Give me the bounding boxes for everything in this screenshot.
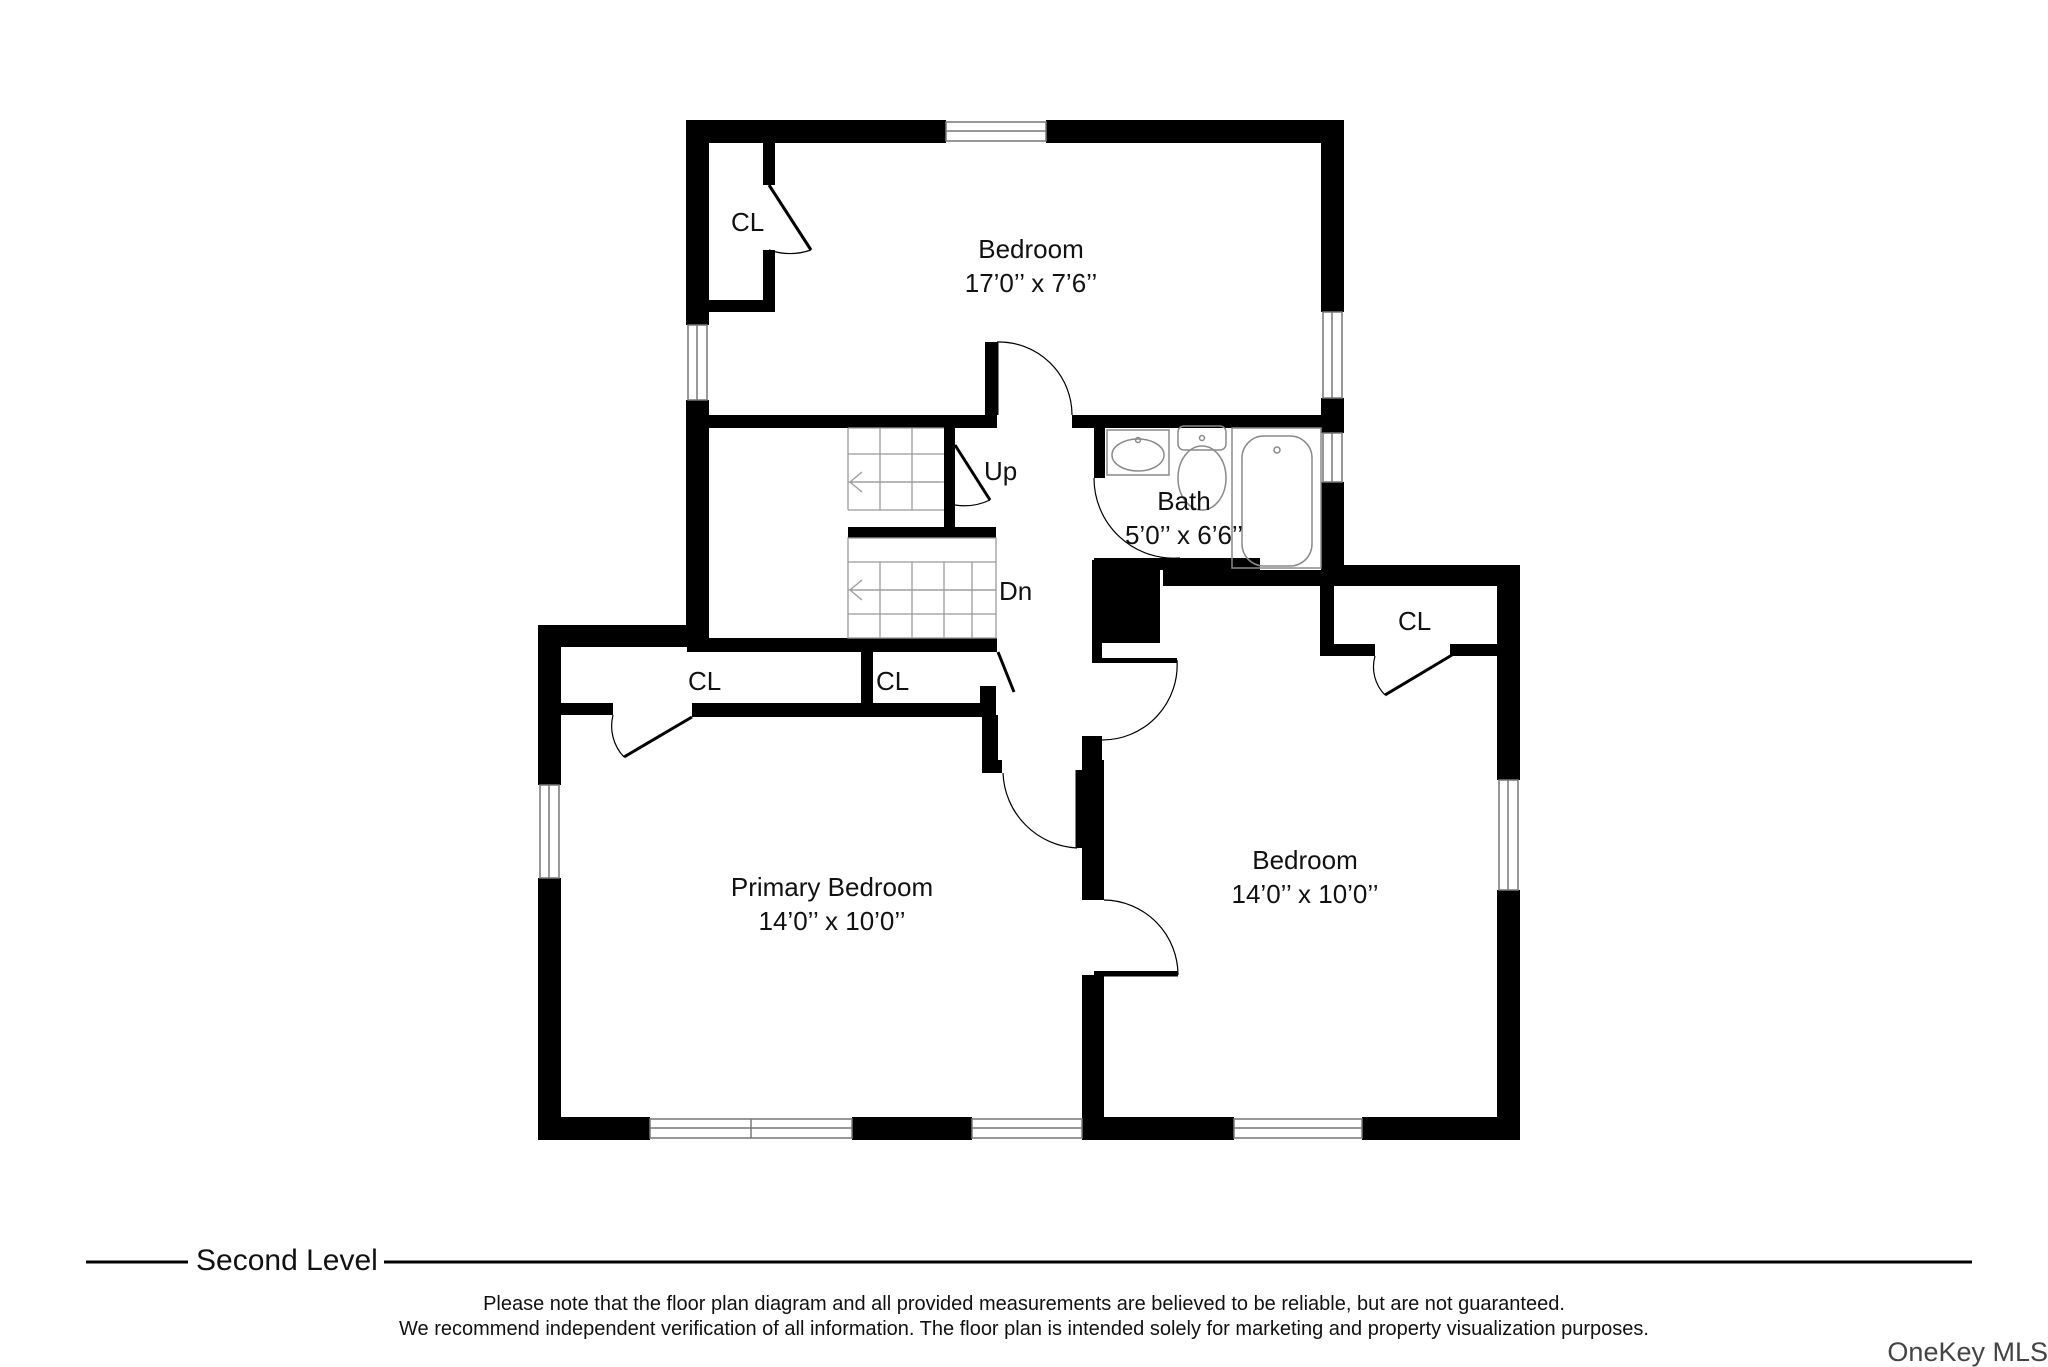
wall <box>561 703 613 715</box>
wall <box>686 400 709 640</box>
door-stair-up <box>953 444 992 507</box>
wall <box>538 878 561 1140</box>
room-name: Bath <box>1157 486 1211 516</box>
wall <box>1092 560 1102 660</box>
wall <box>538 625 709 647</box>
wall <box>1321 120 1344 312</box>
wall <box>687 638 997 652</box>
wall <box>686 120 946 143</box>
wall <box>1320 586 1334 656</box>
stairs <box>847 427 997 639</box>
door-hall-closet-right <box>996 651 1016 693</box>
wall <box>1082 1117 1234 1140</box>
wall <box>861 652 873 703</box>
wall <box>1362 1117 1520 1140</box>
doors <box>611 184 1453 977</box>
room-name: Bedroom <box>1252 845 1358 875</box>
room-size: 17’0’’ x 7’6’’ <box>964 268 1098 298</box>
toilet-icon <box>1177 425 1227 511</box>
wall <box>538 625 561 785</box>
stair-down-label: Dn <box>999 576 1033 606</box>
wall <box>686 120 709 325</box>
room-bath: Bath 5’0’’ x 6’6’’ <box>1094 484 1274 552</box>
door-hall-closet-left <box>611 714 693 759</box>
room-primary-bedroom: Primary Bedroom 14’0’’ x 10’0’’ <box>682 870 982 938</box>
windows <box>539 121 1519 1139</box>
closet-label: CL <box>1398 606 1432 636</box>
wall <box>944 428 955 528</box>
room-bedroom-top: Bedroom 17’0’’ x 7’6’’ <box>906 232 1156 300</box>
room-bedroom-right: Bedroom 14’0’’ x 10’0’’ <box>1180 843 1430 911</box>
wall <box>1046 120 1344 143</box>
wall <box>1096 565 1160 643</box>
wall <box>1082 975 1104 1120</box>
sink-icon <box>1106 429 1170 476</box>
wall <box>1320 644 1375 656</box>
wall <box>1072 415 1344 428</box>
room-size: 14’0’’ x 10’0’’ <box>758 906 906 936</box>
wall <box>1160 558 1260 570</box>
door-primary-bedroom <box>1002 770 1079 849</box>
walls <box>538 120 1520 1140</box>
watermark: OneKey MLS <box>1887 1337 2048 1367</box>
closet-label: CL <box>876 666 910 696</box>
wall <box>1094 428 1105 478</box>
wall <box>763 250 775 312</box>
wall <box>1082 736 1102 762</box>
wall <box>1497 565 1520 780</box>
room-name: Primary Bedroom <box>730 872 934 902</box>
wall <box>1082 760 1104 900</box>
wall <box>692 703 982 717</box>
wall <box>1497 890 1520 1140</box>
wall <box>848 527 996 538</box>
level-title: Second Level <box>190 1242 384 1280</box>
wall <box>980 686 996 716</box>
room-size: 5’0’’ x 6’6’’ <box>1124 520 1244 550</box>
wall <box>538 1117 650 1140</box>
closet-label: CL <box>731 207 765 237</box>
door-bath <box>1093 477 1181 559</box>
wall <box>982 760 1002 773</box>
wall <box>852 1117 972 1140</box>
closet-label: CL <box>688 666 722 696</box>
wall <box>1321 565 1520 586</box>
disclaimer-line-2: We recommend independent verification of… <box>399 1318 1649 1340</box>
wall <box>709 415 997 428</box>
wall <box>1321 482 1344 572</box>
wall <box>1077 770 1087 848</box>
wall <box>1450 644 1497 656</box>
wall <box>982 715 998 773</box>
door-right-bedroom-top <box>1101 658 1178 741</box>
door-closet-top-left <box>767 184 813 255</box>
disclaimer-line-1: Please note that the floor plan diagram … <box>483 1293 1565 1315</box>
door-top-bedroom <box>995 341 1073 416</box>
bathtub-icon <box>1231 427 1322 569</box>
door-closet-right <box>1372 653 1453 697</box>
wall <box>763 143 775 185</box>
wall <box>985 342 997 428</box>
stair-up-label: Up <box>984 456 1018 486</box>
wall <box>709 300 775 312</box>
door-right-bedroom <box>1103 899 1179 977</box>
room-name: Bedroom <box>978 234 1084 264</box>
bath-fixtures <box>1106 425 1322 569</box>
room-size: 14’0’’ x 10’0’’ <box>1231 879 1379 909</box>
